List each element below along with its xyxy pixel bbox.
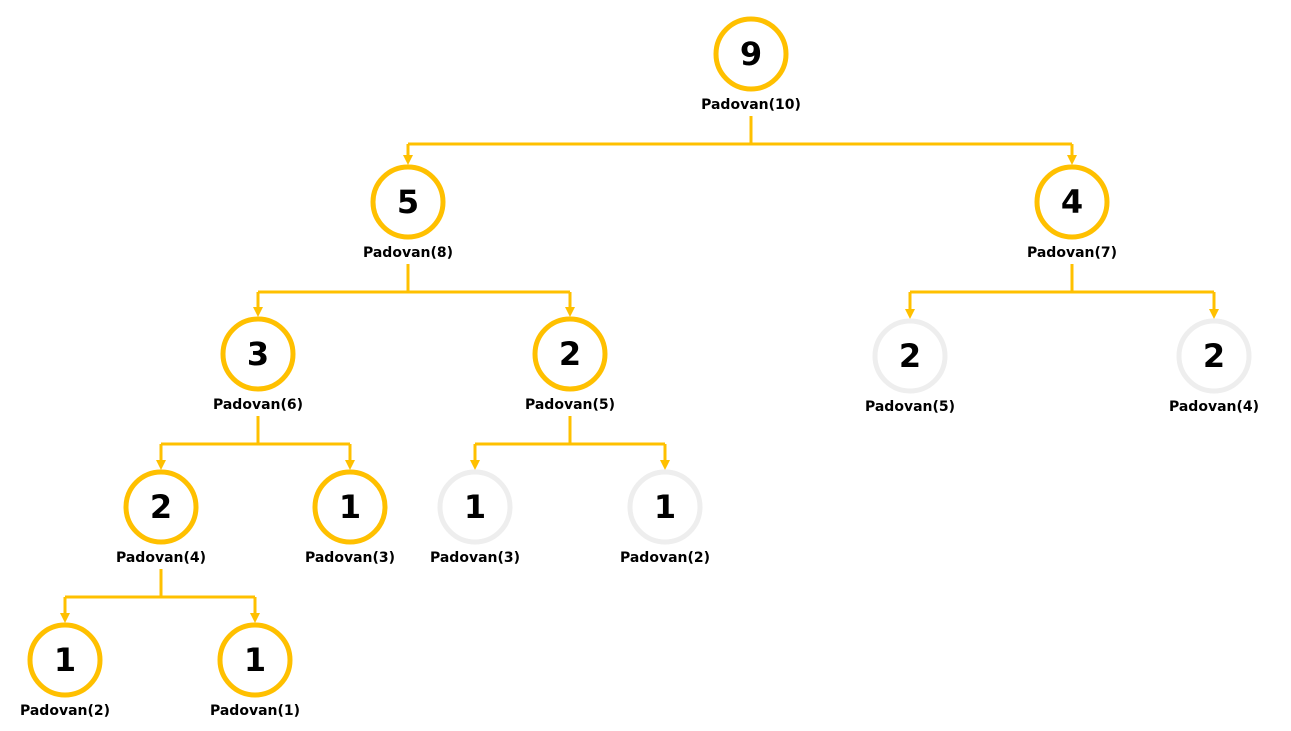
arrow-head-icon <box>403 155 413 165</box>
node-label: Padovan(3) <box>305 550 395 566</box>
node-value: 1 <box>464 488 486 526</box>
node-circle <box>872 318 948 394</box>
node-value: 3 <box>247 335 269 373</box>
arrow-head-icon <box>253 307 263 317</box>
connector-p5a <box>470 416 670 470</box>
node-label: Padovan(8) <box>363 245 453 261</box>
node-circle <box>217 622 293 698</box>
node-circle <box>220 316 296 392</box>
tree-connectors <box>60 116 1219 623</box>
node-circle <box>437 469 513 545</box>
node-label: Padovan(7) <box>1027 245 1117 261</box>
node-circle <box>27 622 103 698</box>
arrow-head-icon <box>905 309 915 319</box>
node-circle <box>627 469 703 545</box>
connector-p8 <box>253 264 575 317</box>
node-value: 1 <box>654 488 676 526</box>
arrow-head-icon <box>250 613 260 623</box>
arrow-head-icon <box>565 307 575 317</box>
node-label: Padovan(2) <box>20 703 110 719</box>
node-value: 2 <box>1203 337 1225 375</box>
node-value: 1 <box>54 641 76 679</box>
node-circle <box>370 164 446 240</box>
connector-p7 <box>905 264 1219 319</box>
node-value: 1 <box>244 641 266 679</box>
node-value: 2 <box>559 335 581 373</box>
node-label: Padovan(1) <box>210 703 300 719</box>
arrow-head-icon <box>660 460 670 470</box>
node-circle <box>1176 318 1252 394</box>
arrow-head-icon <box>1209 309 1219 319</box>
arrow-head-icon <box>156 460 166 470</box>
node-circle <box>713 16 789 92</box>
node-label: Padovan(3) <box>430 550 520 566</box>
arrow-head-icon <box>470 460 480 470</box>
connector-p4a <box>60 569 260 623</box>
node-circle <box>1034 164 1110 240</box>
node-label: Padovan(6) <box>213 397 303 413</box>
node-circle <box>312 469 388 545</box>
node-label: Padovan(4) <box>1169 399 1259 415</box>
arrow-head-icon <box>345 460 355 470</box>
node-value: 5 <box>397 183 419 221</box>
node-value: 9 <box>740 35 762 73</box>
arrow-head-icon <box>60 613 70 623</box>
connector-p6 <box>156 416 355 470</box>
node-value: 4 <box>1061 183 1083 221</box>
node-circle <box>532 316 608 392</box>
node-label: Padovan(4) <box>116 550 206 566</box>
connector-p10 <box>403 116 1077 165</box>
node-label: Padovan(5) <box>525 397 615 413</box>
node-value: 1 <box>339 488 361 526</box>
node-circle <box>123 469 199 545</box>
arrow-head-icon <box>1067 155 1077 165</box>
tree-nodes: 9Padovan(10)5Padovan(8)4Padovan(7)3Padov… <box>20 16 1259 719</box>
node-value: 2 <box>150 488 172 526</box>
node-label: Padovan(10) <box>701 97 801 113</box>
node-value: 2 <box>899 337 921 375</box>
node-label: Padovan(2) <box>620 550 710 566</box>
node-label: Padovan(5) <box>865 399 955 415</box>
